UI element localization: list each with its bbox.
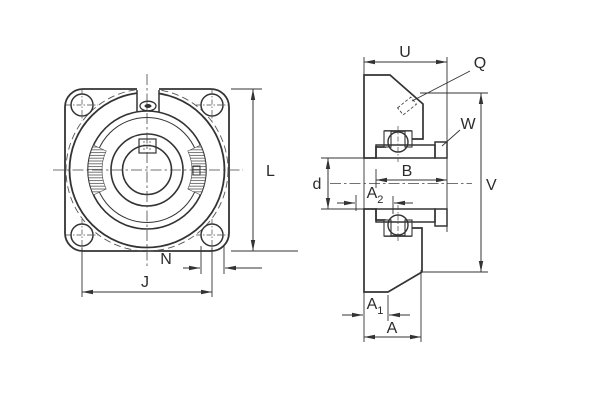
- leader-W: [441, 129, 461, 147]
- seals: [383, 130, 413, 237]
- grease-fitting-hole: [144, 104, 152, 108]
- collar-screw-mark: [192, 165, 201, 176]
- dim-label-N: N: [160, 251, 172, 268]
- dimension-lines: [81, 57, 488, 342]
- dim-label-A1: A1: [367, 296, 384, 317]
- seal: [404, 130, 413, 148]
- seal: [404, 219, 413, 237]
- dim-label-J: J: [141, 274, 149, 291]
- extension-lines: [81, 57, 488, 342]
- ball-lower: [387, 214, 409, 236]
- dim-label-W: W: [460, 116, 476, 133]
- dim-label-A: A: [387, 320, 398, 337]
- locking-collar-upper: [434, 141, 448, 159]
- seal: [383, 219, 392, 237]
- housing-lower-section: [363, 208, 423, 293]
- dim-label-Q: Q: [474, 55, 486, 72]
- front-view: [53, 74, 243, 266]
- dim-label-A2: A2: [367, 185, 384, 206]
- dim-label-V: V: [486, 177, 497, 194]
- dim-label-L: L: [266, 163, 275, 180]
- side-section-view: [330, 74, 472, 293]
- dim-label-B: B: [402, 163, 413, 180]
- dim-label-d: d: [313, 176, 322, 193]
- lube-notch: [137, 87, 159, 112]
- leader-Q: [411, 70, 471, 102]
- seal: [383, 130, 392, 148]
- dimension-labels: L N J U Q W B V d A A2 A1: [141, 44, 497, 337]
- grease-fitting: [139, 100, 157, 112]
- dim-label-U: U: [399, 44, 411, 61]
- locking-collar-lower: [434, 208, 448, 227]
